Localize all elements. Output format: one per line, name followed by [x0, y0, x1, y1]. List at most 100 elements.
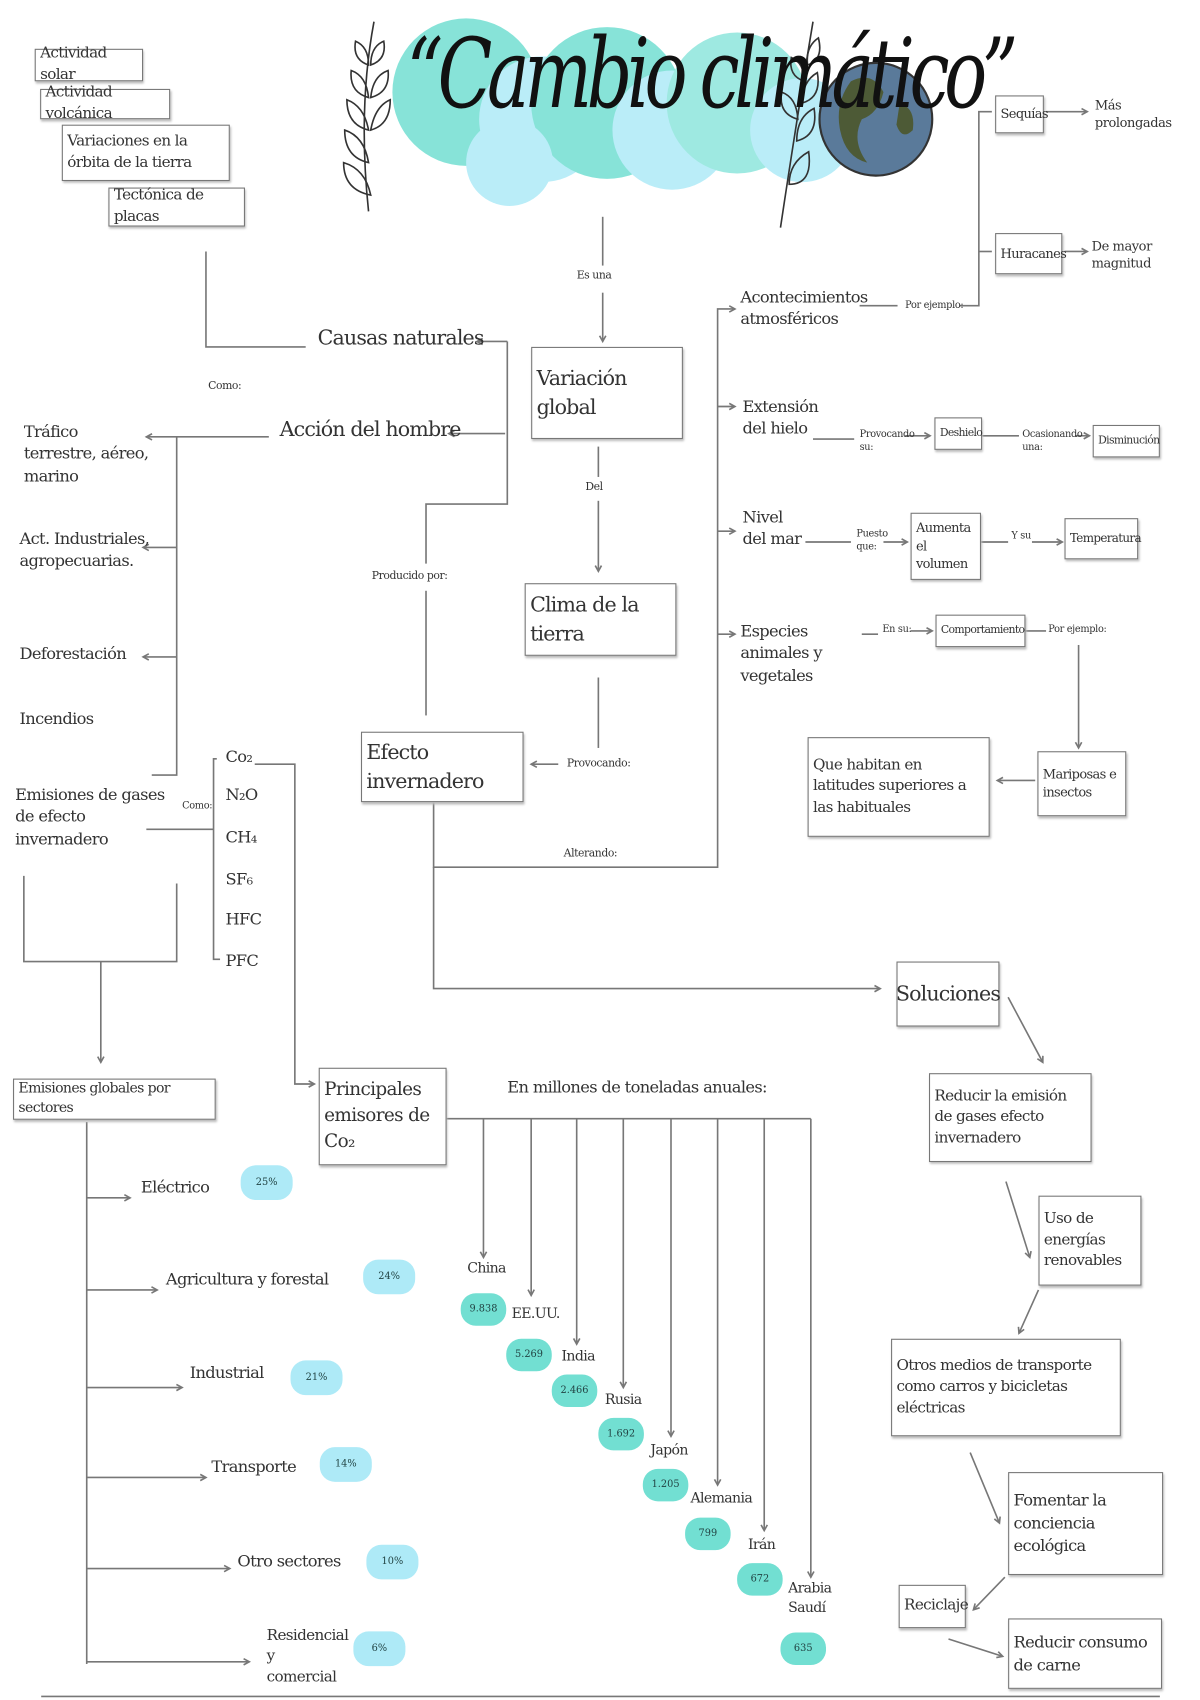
como-label: Como:	[208, 380, 242, 393]
atmos-connector: Por ejemplo:	[905, 300, 964, 312]
cause-box-volcanic: Actividad volcánica	[40, 84, 171, 122]
clima-box: Clima de la tierra	[524, 583, 677, 656]
disminucion-box: Disminución	[1092, 424, 1160, 458]
arrowhead-icon	[667, 1430, 675, 1438]
accion-hombre-label: Acción del hombre	[279, 417, 462, 442]
emission-value-badge: 799	[685, 1517, 731, 1551]
hielo-c2: Ocasionando una:	[1022, 429, 1083, 454]
gas-sf6: SF₆	[225, 869, 253, 889]
es-una-label: Es una	[576, 269, 612, 282]
effect-hielo-label: Extensión del hielo	[742, 396, 819, 439]
connector-line	[1007, 996, 1044, 1063]
arrowhead-icon	[1024, 1250, 1032, 1260]
arrowhead-icon	[144, 433, 153, 441]
connector-line	[969, 1452, 1001, 1524]
title-circles	[392, 18, 855, 206]
gas-n2o: N₂O	[225, 784, 258, 805]
emission-value-badge: 672	[737, 1563, 783, 1596]
emission-value-badge: 1.205	[642, 1468, 689, 1502]
country-label: India	[561, 1348, 596, 1365]
gases-como-label: Como:	[182, 801, 213, 812]
arrowhead-icon	[529, 760, 538, 769]
soluciones-box: Soluciones	[896, 961, 1001, 1027]
arrowhead-icon	[901, 538, 910, 546]
solution-reducir-emision: Reducir la emisión de gases efecto inver…	[928, 1073, 1092, 1163]
arrowhead-icon	[993, 1516, 1001, 1525]
effect-especies-label: Especies animales y vegetales	[740, 621, 822, 685]
connector-line	[151, 436, 178, 776]
country-label: EE.UU.	[511, 1306, 561, 1323]
solution-transporte: Otros medios de transporte como carros y…	[891, 1338, 1121, 1437]
aumenta-box: Aumenta el volumen	[910, 512, 982, 580]
gas-ch4: CH₄	[225, 827, 257, 847]
connector-line	[425, 341, 509, 564]
del-label: Del	[585, 481, 603, 494]
arrowhead-icon	[728, 305, 737, 313]
arrowhead-icon	[141, 653, 150, 661]
globe-icon	[818, 61, 934, 177]
arrowhead-icon	[1056, 538, 1065, 546]
connector-line	[1018, 1289, 1040, 1334]
connector-line	[959, 110, 992, 307]
arrowhead-icon	[123, 1193, 132, 1202]
temperatura-box: Temperatura	[1064, 518, 1142, 560]
arrowhead-icon	[199, 1473, 208, 1482]
especies-c1: En su:	[882, 624, 912, 636]
connector-line	[212, 757, 221, 961]
arrowhead-icon	[619, 1381, 628, 1390]
emission-value-badge: 2.466	[551, 1374, 598, 1408]
sector-percent-badge: 25%	[240, 1165, 293, 1200]
connector-line	[205, 251, 306, 348]
leaf-right-icon	[779, 21, 821, 228]
arrowhead-icon	[728, 630, 737, 638]
cause-box-solar: Actividad solar	[34, 45, 144, 83]
latitudes-box: Que habitan en latitudes superiores a la…	[807, 737, 990, 837]
mar-c2: Y su	[1011, 531, 1031, 542]
sector-label: Agricultura y forestal	[165, 1269, 329, 1289]
sector-label: Eléctrico	[140, 1177, 210, 1197]
arrowhead-icon	[1036, 1055, 1044, 1064]
sector-percent-badge: 14%	[319, 1447, 372, 1482]
arrowhead-icon	[713, 1478, 722, 1487]
sector-label: Transporte	[211, 1456, 297, 1477]
emission-value-badge: 635	[780, 1632, 827, 1666]
arrowhead-icon	[96, 1056, 105, 1065]
gas-co2: Co₂	[225, 746, 253, 767]
human-item-deforestacion: Deforestación	[19, 643, 127, 664]
sector-percent-badge: 10%	[366, 1544, 419, 1580]
arrowhead-icon	[527, 1289, 535, 1298]
cause-box-orbit: Variaciones en la órbita de la tierra	[61, 124, 230, 182]
arrowhead-icon	[1083, 431, 1092, 440]
sector-label: Residencial y comercial	[266, 1627, 349, 1686]
arrowhead-icon	[598, 335, 607, 344]
solution-conciencia: Fomentar la conciencia ecológica	[1008, 1472, 1164, 1576]
alterando-label: Alterando:	[563, 847, 618, 860]
arrowhead-icon	[995, 776, 1004, 785]
arrowhead-icon	[1074, 741, 1083, 750]
hielo-c1: Provocando su:	[859, 429, 915, 454]
cause-box-tectonics: Tectónica de placas	[108, 187, 245, 227]
arrowhead-icon	[479, 1251, 488, 1260]
arrowhead-icon	[728, 402, 737, 411]
emission-value-badge: 9.838	[460, 1293, 507, 1326]
sector-label: Industrial	[189, 1362, 265, 1383]
connector-line	[948, 1638, 1003, 1658]
arrowhead-icon	[151, 1286, 159, 1294]
effect-mar-label: Nivel del mar	[742, 507, 802, 549]
country-label: Rusia	[604, 1391, 642, 1409]
arrowhead-icon	[972, 1603, 980, 1611]
arrowhead-icon	[176, 1383, 184, 1392]
country-label: Arabia Saudí	[788, 1580, 832, 1616]
arrowhead-icon	[447, 429, 455, 438]
huracanes-box: Huracanes	[995, 233, 1067, 275]
deshielo-box: Deshielo	[934, 417, 983, 450]
arrowhead-icon	[807, 1571, 815, 1579]
human-item-trafico: Tráfico terrestre, aéreo, marino	[23, 421, 149, 486]
arrowhead-icon	[760, 1524, 769, 1533]
huracanes-result: De mayor magnitud	[1091, 238, 1153, 271]
arrowhead-icon	[1081, 107, 1089, 116]
especies-c2: Por ejemplo:	[1048, 624, 1107, 636]
connector-line	[1005, 1181, 1031, 1258]
arrowhead-icon	[572, 1338, 581, 1346]
